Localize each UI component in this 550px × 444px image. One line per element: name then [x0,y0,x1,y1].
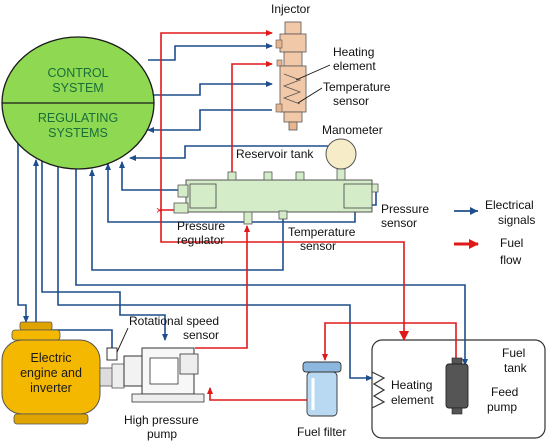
junction-marker: × [156,205,162,217]
injector [275,21,307,131]
heating-element-pointer [295,64,331,81]
regulating-systems-label-2: SYSTEMS [48,126,108,140]
temperature-sensor-top-label-1: Temperature [323,80,391,94]
pressure-sensor-label-2: sensor [381,216,417,230]
legend-fuel-label-1: Fuel [500,236,523,250]
electric-engine [1,321,125,425]
feed-pump [445,357,469,415]
rotational-speed-sensor-label-2: sensor [183,328,219,342]
legend-electrical-label-1: Electrical [485,198,534,212]
temperature-sensor-top-pointer [297,87,323,104]
tank-heating-coil [371,371,386,409]
rotational-speed-sensor-pointer [116,327,129,353]
control-system-label-2: SYSTEM [52,81,103,95]
heating-element-label-2: element [333,59,376,73]
high-pressure-pump-label-1: High pressure [124,413,199,427]
high-pressure-pump [123,347,205,403]
pressure-regulator-label-2: regulator [177,233,224,247]
rotational-speed-sensor-label-1: Rotational speed [129,314,219,328]
control-system-label-1: CONTROL [47,66,108,80]
legend: Electrical signals Fuel flow [454,198,535,267]
temperature-sensor-top-label-2: sensor [333,94,369,108]
reservoir-tank [173,171,379,225]
pressure-regulator-label-1: Pressure [177,219,225,233]
regulating-systems-label-1: REGULATING [38,111,118,125]
temperature-sensor-mid-label-2: sensor [300,239,336,253]
tank-heating-element-label-1: Heating [391,378,432,392]
fuel-flow-lines [160,30,457,401]
feed-pump-label-1: Feed [491,385,518,399]
fuel-tank-label-1: Fuel [502,346,525,360]
temperature-sensor-mid-label-1: Temperature [288,225,356,239]
legend-electrical-label-2: signals [498,213,535,227]
electrical-wires [17,43,468,381]
manometer-stem [336,168,346,182]
tank-heating-element-label-2: element [391,393,434,407]
electric-engine-label-2: engine and [20,366,82,380]
feed-pump-label-2: pump [487,400,517,414]
injector-label: Injector [271,2,310,16]
heating-element-label-1: Heating [333,45,374,59]
fuel-filter-label: Fuel filter [297,425,346,439]
pressure-sensor-label-1: Pressure [381,202,429,216]
manometer-label: Manometer [322,123,383,137]
legend-fuel-label-2: flow [500,253,522,267]
rotational-speed-sensor [106,347,118,361]
control-system: CONTROL SYSTEM REGULATING SYSTEMS [1,36,155,170]
high-pressure-pump-label-2: pump [147,427,177,441]
manometer-gauge [325,138,357,170]
electric-engine-label-1: Electric [31,351,72,365]
reservoir-tank-label: Reservoir tank [236,147,314,161]
fuel-tank-label-2: tank [504,361,528,375]
electric-engine-label-3: inverter [30,381,72,395]
fuel-filter [302,361,342,417]
